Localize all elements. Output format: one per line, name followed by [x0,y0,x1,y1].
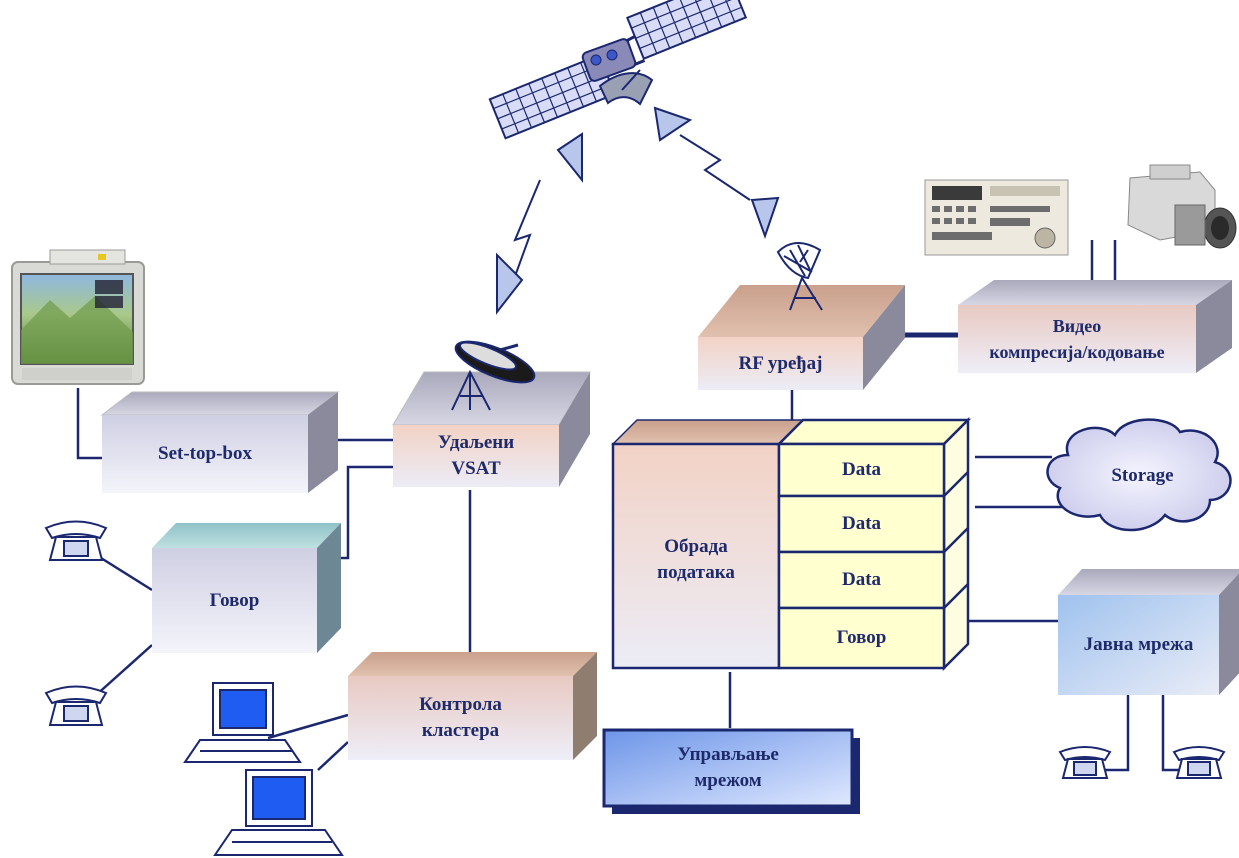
voice-left-text: Говор [209,589,260,611]
public-to-phones-line [1100,695,1185,772]
remote-vsat-text-line1: Удаљени [437,432,515,453]
public-network-text: Јавна мрежа [1083,634,1194,655]
voice-right-label: Говор [779,608,944,668]
data-slot-1-label: Data [779,444,944,496]
video-camera-icon [1127,164,1237,249]
video-compression-label: Видео компресија/кодовање [958,305,1196,373]
set-top-box-shape [100,391,340,493]
data-slot-1-text: Data [841,459,882,480]
cluster-control-text-line1: Контрола [419,694,502,715]
rf-device-shape [698,285,905,390]
data-slot-2-text: Data [841,513,882,534]
video-recorder-icon [924,179,1069,256]
public-network-shape [1058,569,1239,695]
computer-icon [213,769,344,856]
set-top-box-label: Set-top-box [102,415,308,493]
remote-vsat-label: Удаљени VSAT [393,425,559,487]
storage-cloud-icon [1046,418,1232,532]
telephone-icon [1172,746,1226,779]
network-management-text-line2: мрежом [694,770,762,791]
storage-label: Storage [1060,452,1225,500]
data-processing-shape [611,419,805,670]
data-rack-shape [775,416,972,672]
voice-left-label: Говор [152,548,317,653]
data-slot-3-text: Data [841,569,882,590]
rf-device-text: RF уређај [738,352,823,374]
storage-text: Storage [1111,465,1174,486]
satellite-dish-icon [776,242,823,311]
pc1-to-cluster-line [267,713,349,740]
telephone-icon [44,685,108,726]
data-processing-label: Обрада података [613,444,779,668]
television-icon [11,249,145,385]
network-management-label: Управљање мрежом [604,730,852,806]
remote-vsat-text-line2: VSAT [451,458,501,479]
video-equipment-lines [1090,240,1117,280]
voice-to-vsat-line [341,465,393,560]
video-compression-shape [958,280,1232,373]
voice-right-text: Говор [836,627,887,648]
cluster-control-label: Контрола кластера [348,676,573,760]
video-compression-text-line1: Видео [1052,316,1102,336]
data-slot-2-label: Data [779,496,944,552]
computer-icon [183,682,302,763]
network-management-shape [602,728,860,814]
voice-left-shape [152,523,341,653]
rf-device-label: RF уређај [698,337,863,390]
data-processing-text-line1: Обрада [664,536,728,557]
signal-arrow-icon [496,106,780,315]
network-management-text-line1: Управљање [677,744,779,765]
set-top-box-text: Set-top-box [158,443,252,464]
vsat-dish-icon [451,340,536,411]
cluster-control-text-line2: кластера [421,720,500,741]
remote-vsat-shape [392,371,591,487]
public-network-label: Јавна мрежа [1058,595,1219,695]
telephone-icon [44,520,108,561]
data-slot-3-label: Data [779,552,944,608]
satellite-icon [488,0,748,140]
tv-to-stb-line [76,388,102,460]
cluster-control-shape [348,652,597,760]
pc2-to-cluster-line [317,741,349,771]
video-compression-text-line2: компресија/кодовање [989,342,1165,362]
data-processing-text-line2: података [657,562,735,583]
telephone-icon [1058,746,1112,779]
